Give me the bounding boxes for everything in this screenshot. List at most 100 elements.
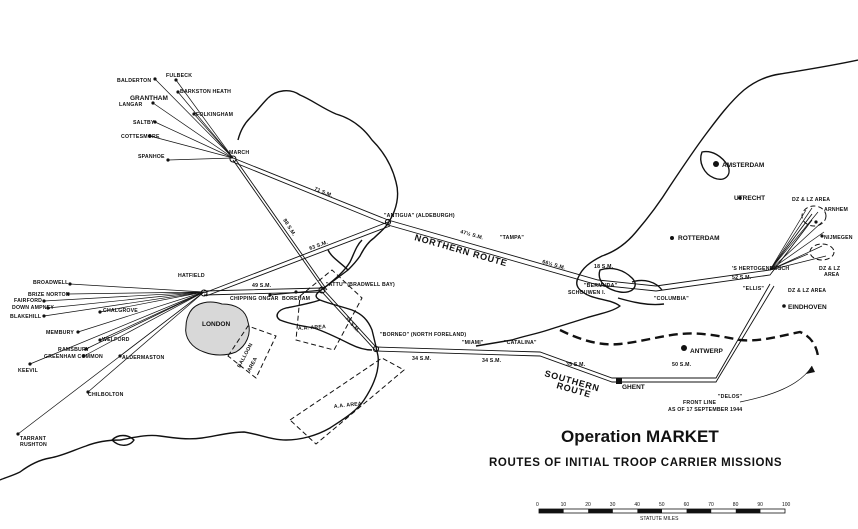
label-cottesmore: COTTESMORE <box>121 134 160 140</box>
label-aa-area-2: A.A. AREA <box>334 401 363 410</box>
label-amsterdam: AMSTERDAM <box>722 162 764 169</box>
label-rushton: RUSHTON <box>20 442 47 448</box>
label-fulbeck: FULBECK <box>166 73 192 79</box>
label-dist-34a: 34 S.M. <box>412 356 432 362</box>
label-membury: MEMBURY <box>46 330 74 336</box>
label-columbia: "COLUMBIA" <box>654 296 689 302</box>
label-london: LONDON <box>202 321 230 328</box>
label-aa-area-1: A.A. AREA <box>298 324 327 332</box>
northern-route <box>232 157 813 292</box>
label-antigua: "ANTIGUA" (ALDEBURGH) <box>384 213 455 219</box>
label-dist-34b: 34 S.M. <box>482 358 502 364</box>
london-area <box>185 301 250 356</box>
scale-tick-label: 10 <box>561 502 567 508</box>
label-dz-lz-area-3: DZ & LZ AREA <box>788 288 826 294</box>
label-spanhoe: SPANHOE <box>138 154 165 160</box>
label-borneo: "BORNEO" (NORTH FORELAND) <box>380 332 466 338</box>
map-subtitle: ROUTES OF INITIAL TROOP CARRIER MISSIONS <box>489 457 782 469</box>
point-markers <box>16 77 824 436</box>
label-broadwell: BROADWELL <box>33 280 69 286</box>
label-balloon-2: AREA <box>246 356 259 373</box>
label-fairford: FAIRFORD <box>14 298 42 304</box>
england-upper-coast <box>237 97 269 141</box>
label-dz-lz-area-2b: AREA <box>824 272 840 278</box>
label-dist-35b: 35 S.M. <box>566 362 586 368</box>
label-chalgrove: CHALGROVE <box>103 308 138 314</box>
scale-tick-label: 30 <box>610 502 616 508</box>
label-brize-norton: BRIZE NORTON <box>28 292 70 298</box>
scale-tick-label: 90 <box>757 502 763 508</box>
hatfield-spokes <box>17 283 205 435</box>
balloon-area <box>227 325 277 379</box>
label-utrecht: UTRECHT <box>734 195 765 202</box>
label-down-ampney: DOWN AMPNEY <box>12 305 54 311</box>
label-hertogenbosch: 'S HERTOGENBOSCH <box>732 266 789 272</box>
thames-estuary <box>276 299 373 351</box>
label-attu: "ATTU" (BRADWELL BAY) <box>326 282 395 288</box>
label-hatfield: HATFIELD <box>178 273 205 279</box>
label-ellis: "ELLIS" <box>743 286 764 292</box>
label-dist-18: 18 S.M. <box>594 264 614 270</box>
label-antwerp: ANTWERP <box>690 348 724 355</box>
aa-area-north <box>295 269 363 351</box>
label-bermuda: "BERMUDA" <box>584 283 618 289</box>
scale-tick-label: 20 <box>585 502 591 508</box>
label-front-line: FRONT LINE <box>683 400 716 406</box>
front-line-pointer <box>739 365 813 403</box>
aa-area-south <box>289 357 405 445</box>
front-line-pointer-head <box>806 366 815 374</box>
dz-fan <box>769 205 835 271</box>
england-coastline <box>0 90 399 481</box>
label-barkston-heath: BARKSTON HEATH <box>180 89 231 95</box>
label-welford: WELFORD <box>102 337 130 343</box>
scale-tick-label: 0 <box>536 502 539 508</box>
label-saltby: SALTBY <box>133 120 155 126</box>
label-dz-lz-area-1: DZ & LZ AREA <box>792 197 830 203</box>
scale-unit: STATUTE MILES <box>640 516 679 522</box>
label-keevil: KEEVIL <box>18 368 39 374</box>
label-blakehill: BLAKEHILL <box>10 314 42 320</box>
netherlands-inlet <box>700 150 730 180</box>
label-dist-47: 47½ S.M. <box>459 228 484 241</box>
map-title: Operation MARKET <box>561 427 719 446</box>
front-line <box>559 328 820 357</box>
label-tarrant: TARRANT <box>20 436 47 442</box>
label-grantham: GRANTHAM <box>130 95 168 102</box>
scale-tick-label: 100 <box>782 502 791 508</box>
label-ramsbury: RAMSBURY <box>58 347 90 353</box>
label-arnhem: ARNHEM <box>824 207 848 213</box>
label-balderton: BALDERTON <box>117 78 151 84</box>
scale-tick-label: 50 <box>659 502 665 508</box>
label-dist-49: 49 S.M. <box>252 283 272 289</box>
label-dist-50: 50 S.M. <box>672 362 692 368</box>
label-chilbolton: CHILBOLTON <box>88 392 124 398</box>
label-dist-52: 52 S.M. <box>732 275 752 281</box>
label-greenham-common: GREENHAM COMMON <box>44 354 103 360</box>
scale-bar: 0 10 20 30 40 50 60 70 80 90 100 STATUTE MILES <box>536 502 791 522</box>
label-front-line-date: AS OF 17 SEPTEMBER 1944 <box>668 407 742 413</box>
scale-tick-label: 40 <box>634 502 640 508</box>
label-boreham: BOREHAM <box>282 296 310 302</box>
scale-tick-label: 80 <box>733 502 739 508</box>
label-ghent: GHENT <box>622 384 645 391</box>
label-catalina: "CATALINA" <box>504 340 537 346</box>
scale-tick-label: 60 <box>684 502 690 508</box>
south-coast-islands <box>111 434 135 446</box>
label-aldermaston: ALDERMASTON <box>122 355 165 361</box>
label-folkingham: FOLKINGHAM <box>196 112 233 118</box>
label-delos: "DELOS" <box>718 394 743 400</box>
label-dist-35: 35 S.M. <box>343 315 360 334</box>
march-spokes <box>149 78 234 161</box>
label-langar: LANGAR <box>119 102 142 108</box>
essex-estuaries <box>323 239 363 289</box>
scale-tick-label: 70 <box>708 502 714 508</box>
label-dz-lz-area-2a: DZ & LZ <box>819 266 841 272</box>
label-miami: "MIAMI" <box>462 340 484 346</box>
label-tampa: "TAMPA" <box>500 235 524 241</box>
label-eindhoven: EINDHOVEN <box>788 304 827 311</box>
label-rotterdam: ROTTERDAM <box>678 235 720 242</box>
continent-coastline <box>475 59 858 347</box>
label-chipping-ongar: CHIPPING ONGAR <box>230 296 279 302</box>
label-nijmegen: NIJMEGEN <box>824 235 853 241</box>
